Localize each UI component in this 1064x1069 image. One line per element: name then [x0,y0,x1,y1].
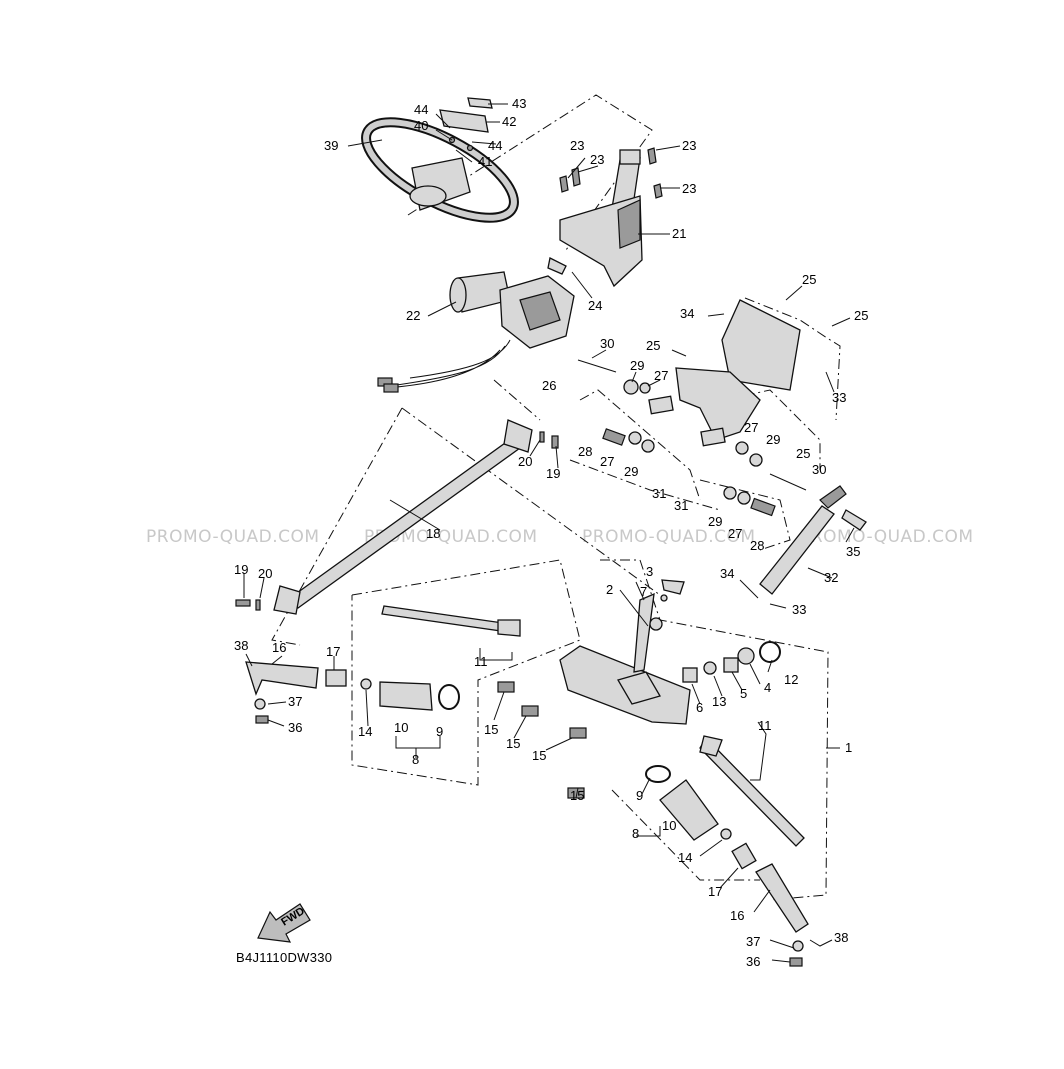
callout-37a: 37 [288,694,302,709]
callout-15a: 15 [484,722,498,737]
watermark-text-4: PROMO-QUAD.COM [800,527,974,547]
callout-10a: 10 [394,720,408,735]
callout-23a: 23 [570,138,584,153]
callout-4: 4 [764,680,771,695]
callout-39: 39 [324,138,338,153]
callout-34a: 34 [680,306,694,321]
diagram-code: B4J1110DW330 [236,950,332,965]
assembly-boundaries [271,94,841,901]
callout-2: 2 [606,582,613,597]
callout-41: 41 [478,154,492,169]
callout-44b: 44 [488,138,502,153]
watermark-text-2: PROMO-QUAD.COM [364,527,538,547]
callout-26: 26 [542,378,556,393]
callout-12: 12 [784,672,798,687]
callout-42: 42 [502,114,516,129]
callout-23d: 23 [682,181,696,196]
callout-31a: 31 [652,486,666,501]
callout-27d: 27 [728,526,742,541]
callout-40: 40 [414,118,428,133]
callout-44a: 44 [414,102,428,117]
callout-19a: 19 [546,466,560,481]
callout-31b: 31 [674,498,688,513]
callout-28a: 28 [578,444,592,459]
callout-18: 18 [426,526,440,541]
callout-14b: 14 [678,850,692,865]
callout-15d: 15 [570,788,584,803]
watermark-text-3: PROMO-QUAD.COM [582,527,756,547]
fwd-arrow: FWD [257,903,311,943]
callout-5: 5 [740,686,747,701]
intermediate-shaft [235,419,559,615]
callout-7: 7 [640,584,647,599]
steering-wheel [361,117,519,223]
callout-11b: 11 [758,718,772,733]
callout-20a: 20 [518,454,532,469]
callout-13: 13 [712,694,726,709]
callout-32: 32 [824,570,838,585]
callout-35: 35 [846,544,860,559]
steering-damper [759,485,867,595]
steering-rack [497,579,781,799]
callout-20b: 20 [258,566,272,581]
steering-column [547,147,663,288]
callout-37b: 37 [746,934,760,949]
callout-1: 1 [845,740,852,755]
callout-10b: 10 [662,818,676,833]
callout-43: 43 [512,96,526,111]
watermark-text-1: PROMO-QUAD.COM [146,527,320,547]
callout-29c: 29 [766,432,780,447]
callout-15c: 15 [532,748,546,763]
callout-28b: 28 [750,538,764,553]
leader-lines [243,103,855,963]
callout-36b: 36 [746,954,760,969]
callout-16a: 16 [272,640,286,655]
callout-25a: 25 [802,272,816,287]
callout-29a: 29 [630,358,644,373]
callout-27c: 27 [744,420,758,435]
callout-29b: 29 [624,464,638,479]
callout-27a: 27 [654,368,668,383]
callout-19b: 19 [234,562,248,577]
callout-38b: 38 [834,930,848,945]
callout-33b: 33 [792,602,806,617]
callout-29d: 29 [708,514,722,529]
callout-9a: 9 [436,724,443,739]
callout-25d: 25 [796,446,810,461]
callout-3: 3 [646,564,653,579]
callout-11a: 11 [474,654,488,669]
callout-15b: 15 [506,736,520,751]
callout-9b: 9 [636,788,643,803]
callout-16b: 16 [730,908,744,923]
callout-25b: 25 [854,308,868,323]
callout-14a: 14 [358,724,372,739]
callout-30b: 30 [812,462,826,477]
callout-24: 24 [588,298,602,313]
callout-8b: 8 [632,826,639,841]
callout-22: 22 [406,308,420,323]
eps-motor [377,271,575,393]
callout-30a: 30 [600,336,614,351]
tie-rod-left [245,605,521,724]
callout-23b: 23 [590,152,604,167]
callout-23c: 23 [682,138,696,153]
callout-6: 6 [696,700,703,715]
callout-25c: 25 [646,338,660,353]
callout-27b: 27 [600,454,614,469]
callout-17a: 17 [326,644,340,659]
callout-33a: 33 [832,390,846,405]
callout-36a: 36 [288,720,302,735]
steering-bracket [577,299,807,517]
watermark: PROMO-QUAD.COM PROMO-QUAD.COM PROMO-QUAD… [146,527,974,547]
callout-38a: 38 [234,638,248,653]
callout-8a: 8 [412,752,419,767]
callout-21: 21 [672,226,686,241]
tie-rod-right [645,735,809,967]
callout-labels: 1 2 3 4 5 6 7 8 8 9 9 10 10 11 11 12 13 … [234,96,868,969]
callout-34b: 34 [720,566,734,581]
callout-17b: 17 [708,884,722,899]
